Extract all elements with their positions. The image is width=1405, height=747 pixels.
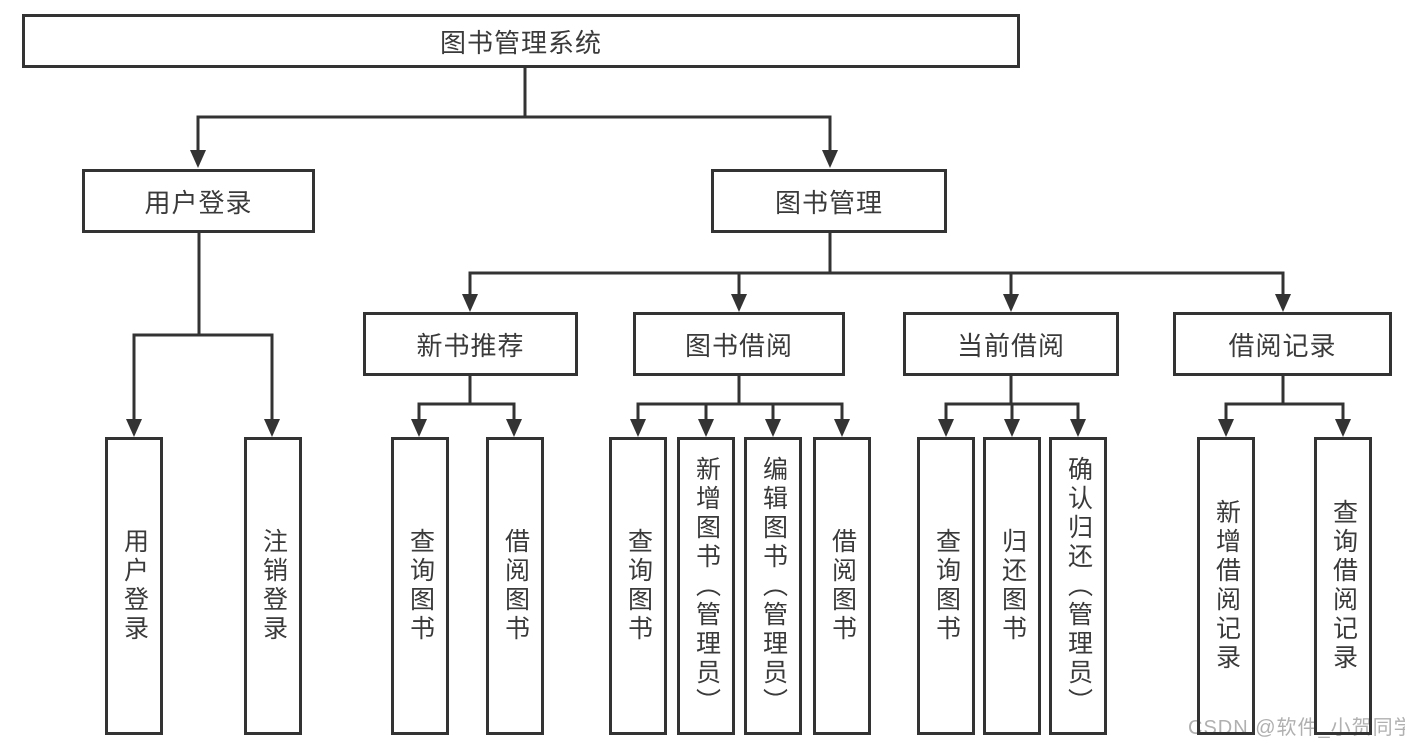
leaf-borrow-books-recommend: 借阅图书 (486, 437, 544, 735)
root-connector (196, 66, 832, 119)
arrowhead-icon (765, 419, 781, 437)
leaf-query-borrow-record: 查询借阅记录 (1314, 437, 1372, 735)
arrowhead-icon (1218, 419, 1234, 437)
node-label: 图书管理 (774, 187, 883, 218)
new-rec-subtree-rail (417, 374, 516, 406)
arrowhead-icon (506, 419, 522, 437)
book-mgmt-subtree-rail (468, 231, 1285, 275)
arrowhead-icon (938, 419, 954, 437)
node-label: 用户登录 (144, 187, 253, 218)
node-current-borrow: 当前借阅 (903, 312, 1119, 376)
leaf-query-books-current: 查询图书 (917, 437, 975, 735)
leaf-add-borrow-record: 新增借阅记录 (1197, 437, 1255, 735)
arrowhead-icon (1070, 419, 1086, 437)
arrowhead-icon (462, 294, 478, 312)
arrowhead-icon (731, 294, 747, 312)
node-label: 图书借阅 (684, 330, 793, 361)
node-label: 图书管理系统 (439, 27, 602, 58)
arrowhead-icon (698, 419, 714, 437)
leaf-label: 借阅图书 (828, 528, 857, 644)
leaf-return-books: 归还图书 (983, 437, 1041, 735)
leaf-logout: 注销登录 (244, 437, 302, 735)
leaf-label: 用户登录 (120, 528, 149, 644)
arrowhead-icon (1335, 419, 1351, 437)
leaf-label: 查询图书 (624, 528, 653, 644)
leaf-user-login: 用户登录 (105, 437, 163, 735)
leaf-query-books-recommend: 查询图书 (391, 437, 449, 735)
node-library-system: 图书管理系统 (22, 14, 1020, 68)
borrow-records-subtree-rail (1224, 374, 1345, 406)
arrowheads (126, 117, 1351, 437)
arrowhead-icon (264, 419, 280, 437)
book-borrow-subtree-rail (636, 374, 844, 406)
leaf-label: 查询图书 (932, 528, 961, 644)
leaf-label: 新增借阅记录 (1212, 499, 1241, 673)
arrowhead-icon (126, 419, 142, 437)
leaf-edit-books-admin: 编辑图书（管理员） (744, 437, 802, 735)
leaf-label: 新增图书（管理员） (692, 455, 721, 717)
arrowhead-icon (834, 419, 850, 437)
leaf-label: 归还图书 (998, 528, 1027, 644)
node-label: 当前借阅 (956, 330, 1065, 361)
arrowhead-icon (1003, 294, 1019, 312)
leaf-label: 借阅图书 (501, 528, 530, 644)
arrowhead-icon (411, 419, 427, 437)
leaf-add-books-admin: 新增图书（管理员） (677, 437, 735, 735)
user-login-subtree-rail (132, 231, 274, 337)
leaf-borrow-books: 借阅图书 (813, 437, 871, 735)
node-book-management: 图书管理 (711, 169, 947, 233)
node-borrow-records: 借阅记录 (1173, 312, 1392, 376)
arrowhead-icon (1275, 294, 1291, 312)
current-borrow-subtree-rail (944, 374, 1080, 406)
node-label: 新书推荐 (416, 330, 525, 361)
node-label: 借阅记录 (1228, 330, 1337, 361)
node-book-borrow: 图书借阅 (633, 312, 845, 376)
leaf-label: 编辑图书（管理员） (759, 455, 788, 717)
leaf-confirm-return-admin: 确认归还（管理员） (1049, 437, 1107, 735)
arrowhead-icon (630, 419, 646, 437)
leaf-label: 确认归还（管理员） (1064, 455, 1093, 717)
node-new-book-recommend: 新书推荐 (363, 312, 578, 376)
arrowhead-icon (822, 150, 838, 168)
leaf-label: 查询图书 (406, 528, 435, 644)
node-user-login: 用户登录 (82, 169, 315, 233)
arrowhead-icon (190, 150, 206, 168)
leaf-query-books-borrow: 查询图书 (609, 437, 667, 735)
arrowhead-icon (1004, 419, 1020, 437)
leaf-label: 查询借阅记录 (1329, 499, 1358, 673)
leaf-label: 注销登录 (259, 528, 288, 644)
